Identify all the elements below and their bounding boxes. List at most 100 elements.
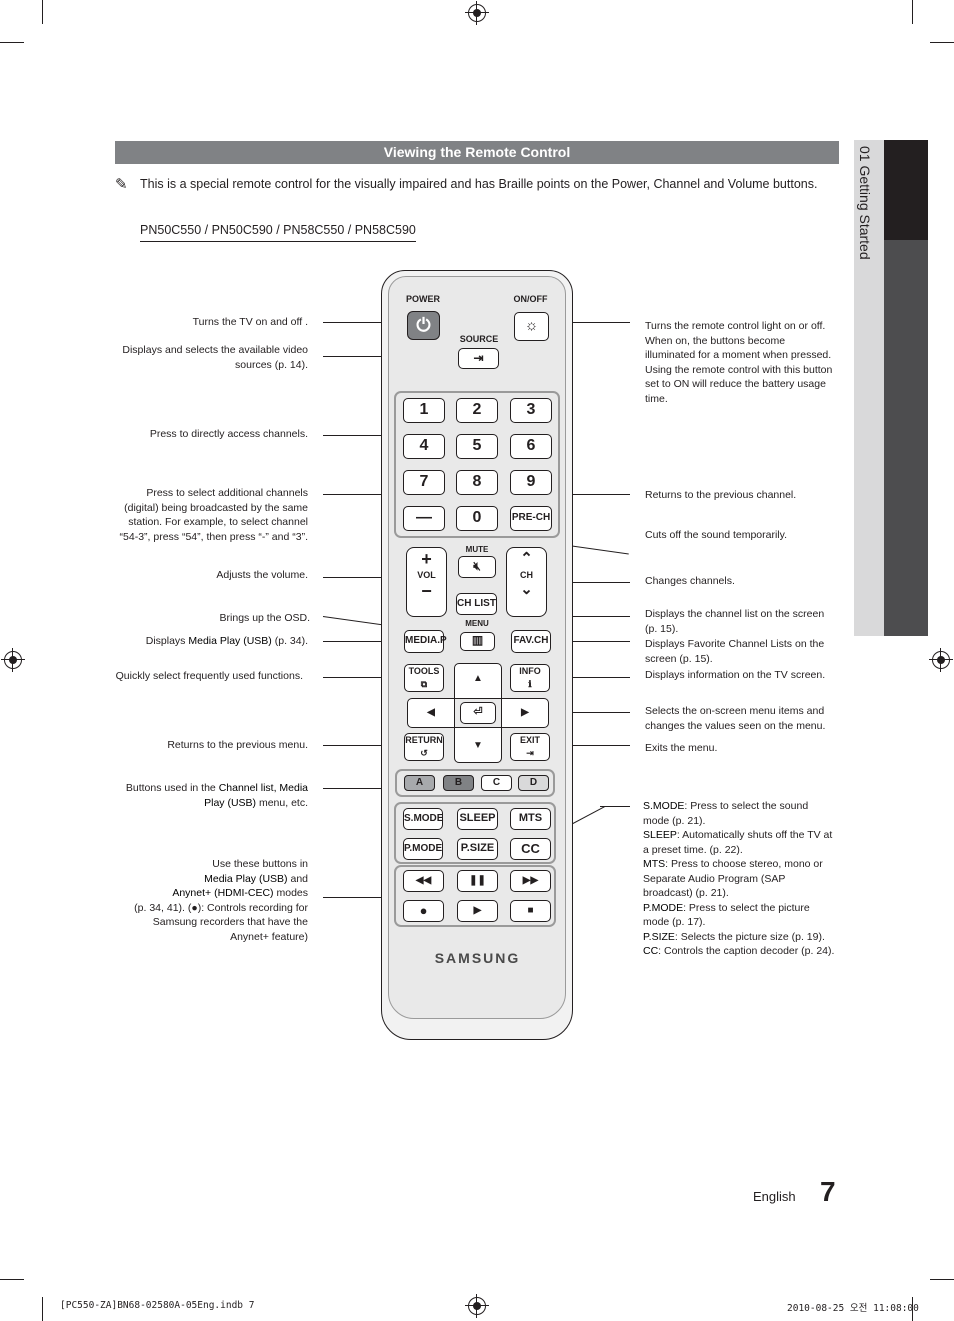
leader-line — [323, 897, 395, 898]
pause-icon: ❚❚ — [469, 875, 486, 886]
info-button[interactable]: INFO ℹ — [510, 664, 550, 692]
exit-icon: ⇥ — [526, 748, 534, 758]
menu-caption: MENU — [465, 619, 489, 628]
leader-line — [548, 712, 630, 713]
source-icon: ⇥ — [473, 351, 484, 365]
pencil-note-icon: ✎ — [115, 176, 128, 193]
nav-down-button[interactable]: ▼ — [454, 727, 502, 763]
color-b-button[interactable]: B — [443, 775, 474, 791]
label-nav: Selects the on-screen menu items and cha… — [645, 705, 826, 732]
digit-7-button[interactable]: 7 — [403, 470, 445, 495]
crop-mark — [42, 0, 43, 24]
sidebar-tab-active — [884, 140, 928, 240]
power-icon: ⏻ — [416, 315, 431, 335]
nav-right-button[interactable]: ▶ — [501, 698, 549, 728]
digit-6-button[interactable]: 6 — [510, 434, 552, 459]
return-button[interactable]: RETURN ↺ — [404, 733, 444, 761]
leader-line — [323, 494, 383, 495]
prech-button[interactable]: PRE-CH — [510, 506, 552, 531]
label-color-buttons: Buttons used in the Channel list, Media … — [125, 782, 308, 809]
crop-mark — [0, 1279, 24, 1280]
info-icon: ℹ — [528, 679, 532, 689]
label-source: Displays and selects the available video… — [122, 344, 308, 371]
volume-down-icon: − — [421, 581, 432, 601]
digit-5-button[interactable]: 5 — [456, 434, 498, 459]
channel-rocker[interactable]: ⌃ CH ⌄ — [506, 547, 547, 617]
mute-caption: MUTE — [465, 545, 489, 554]
number-pad-group — [394, 391, 560, 538]
digit-2-button[interactable]: 2 — [456, 398, 498, 423]
section-title: Viewing the Remote Control — [115, 141, 839, 164]
sleep-button[interactable]: SLEEP — [457, 808, 498, 830]
chlist-button[interactable]: CH LIST — [456, 593, 497, 615]
fast-forward-button[interactable]: ▶▶ — [510, 870, 551, 892]
pmode-button[interactable]: P.MODE — [403, 838, 443, 860]
onoff-light-button[interactable]: ☼ — [514, 312, 549, 341]
color-c-button[interactable]: C — [481, 775, 512, 791]
crop-mark — [0, 42, 24, 43]
footer-filename: [PC550-ZA]BN68-02580A-05Eng.indb 7 — [60, 1300, 255, 1311]
play-button[interactable]: ▶ — [457, 900, 498, 922]
menu-button[interactable]: ▥ — [460, 632, 495, 651]
label-info: Displays information on the TV screen. — [645, 669, 826, 681]
label-playback: Use these buttons in Media Play (USB) an… — [134, 858, 308, 943]
rewind-button[interactable]: ◀◀ — [403, 870, 444, 892]
mute-button[interactable]: 🔇︎ — [458, 556, 496, 578]
footer-language: English — [753, 1189, 796, 1204]
color-d-button[interactable]: D — [518, 775, 549, 791]
digit-0-button[interactable]: 0 — [456, 506, 498, 531]
digit-4-button[interactable]: 4 — [403, 434, 445, 459]
color-a-button[interactable]: A — [404, 775, 435, 791]
leader-line — [550, 641, 630, 642]
label-tools: Quickly select frequently used functions… — [115, 670, 303, 682]
footer-timestamp: 2010-08-25 오전 11:08:00 — [787, 1303, 919, 1314]
psize-button[interactable]: P.SIZE — [457, 838, 498, 860]
return-icon: ↺ — [420, 748, 428, 758]
favch-button[interactable]: FAV.CH — [511, 630, 551, 653]
nav-left-button[interactable]: ◀ — [407, 698, 455, 728]
digit-8-button[interactable]: 8 — [456, 470, 498, 495]
exit-button[interactable]: EXIT ⇥ — [510, 733, 550, 761]
mts-button[interactable]: MTS — [510, 808, 551, 830]
arrow-left-icon: ◀ — [427, 707, 435, 718]
record-button[interactable]: ● — [403, 900, 444, 922]
label-ch: Changes channels. — [645, 575, 735, 587]
power-button[interactable]: ⏻ — [407, 311, 440, 340]
leader-line — [323, 745, 403, 746]
arrow-up-icon: ▲ — [473, 673, 483, 684]
leader-line — [323, 788, 395, 789]
leader-line — [323, 641, 403, 642]
enter-icon: ⏎ — [473, 706, 483, 718]
leader-line — [540, 494, 630, 495]
source-button[interactable]: ⇥ — [458, 348, 499, 369]
color-keys-group — [395, 769, 555, 797]
pause-button[interactable]: ❚❚ — [457, 870, 498, 892]
dash-button[interactable]: — — [403, 506, 445, 531]
label-onoff: Turns the remote control light on or off… — [645, 320, 833, 405]
tools-button[interactable]: TOOLS ⧉ — [404, 664, 444, 692]
registration-mark-icon — [929, 648, 953, 672]
record-icon: ● — [419, 903, 428, 918]
label-power: Turns the TV on and off . — [192, 316, 308, 328]
nav-up-button[interactable]: ▲ — [454, 663, 502, 699]
mute-icon: 🔇︎ — [473, 559, 481, 573]
smode-button[interactable]: S.MODE — [403, 808, 443, 830]
label-chlist: Displays the channel list on the screen … — [645, 608, 825, 635]
volume-caption: VOL — [417, 570, 436, 580]
function-keys-group — [394, 802, 556, 864]
crop-mark — [42, 1297, 43, 1321]
digit-1-button[interactable]: 1 — [403, 398, 445, 423]
volume-rocker[interactable]: + VOL − — [406, 547, 447, 617]
channel-down-icon: ⌄ — [520, 581, 533, 598]
crop-mark — [912, 0, 913, 24]
mediap-button[interactable]: MEDIA.P — [404, 630, 447, 653]
cc-button[interactable]: CC — [510, 838, 551, 860]
stop-button[interactable]: ■ — [510, 900, 551, 922]
digit-3-button[interactable]: 3 — [510, 398, 552, 423]
digit-9-button[interactable]: 9 — [510, 470, 552, 495]
label-exit: Exits the menu. — [645, 742, 718, 754]
return-caption: RETURN — [405, 735, 443, 745]
nav-enter-button[interactable]: ⏎ — [460, 702, 496, 724]
label-favch: Displays Favorite Channel Lists on the s… — [645, 638, 825, 665]
leader-line — [323, 577, 407, 578]
